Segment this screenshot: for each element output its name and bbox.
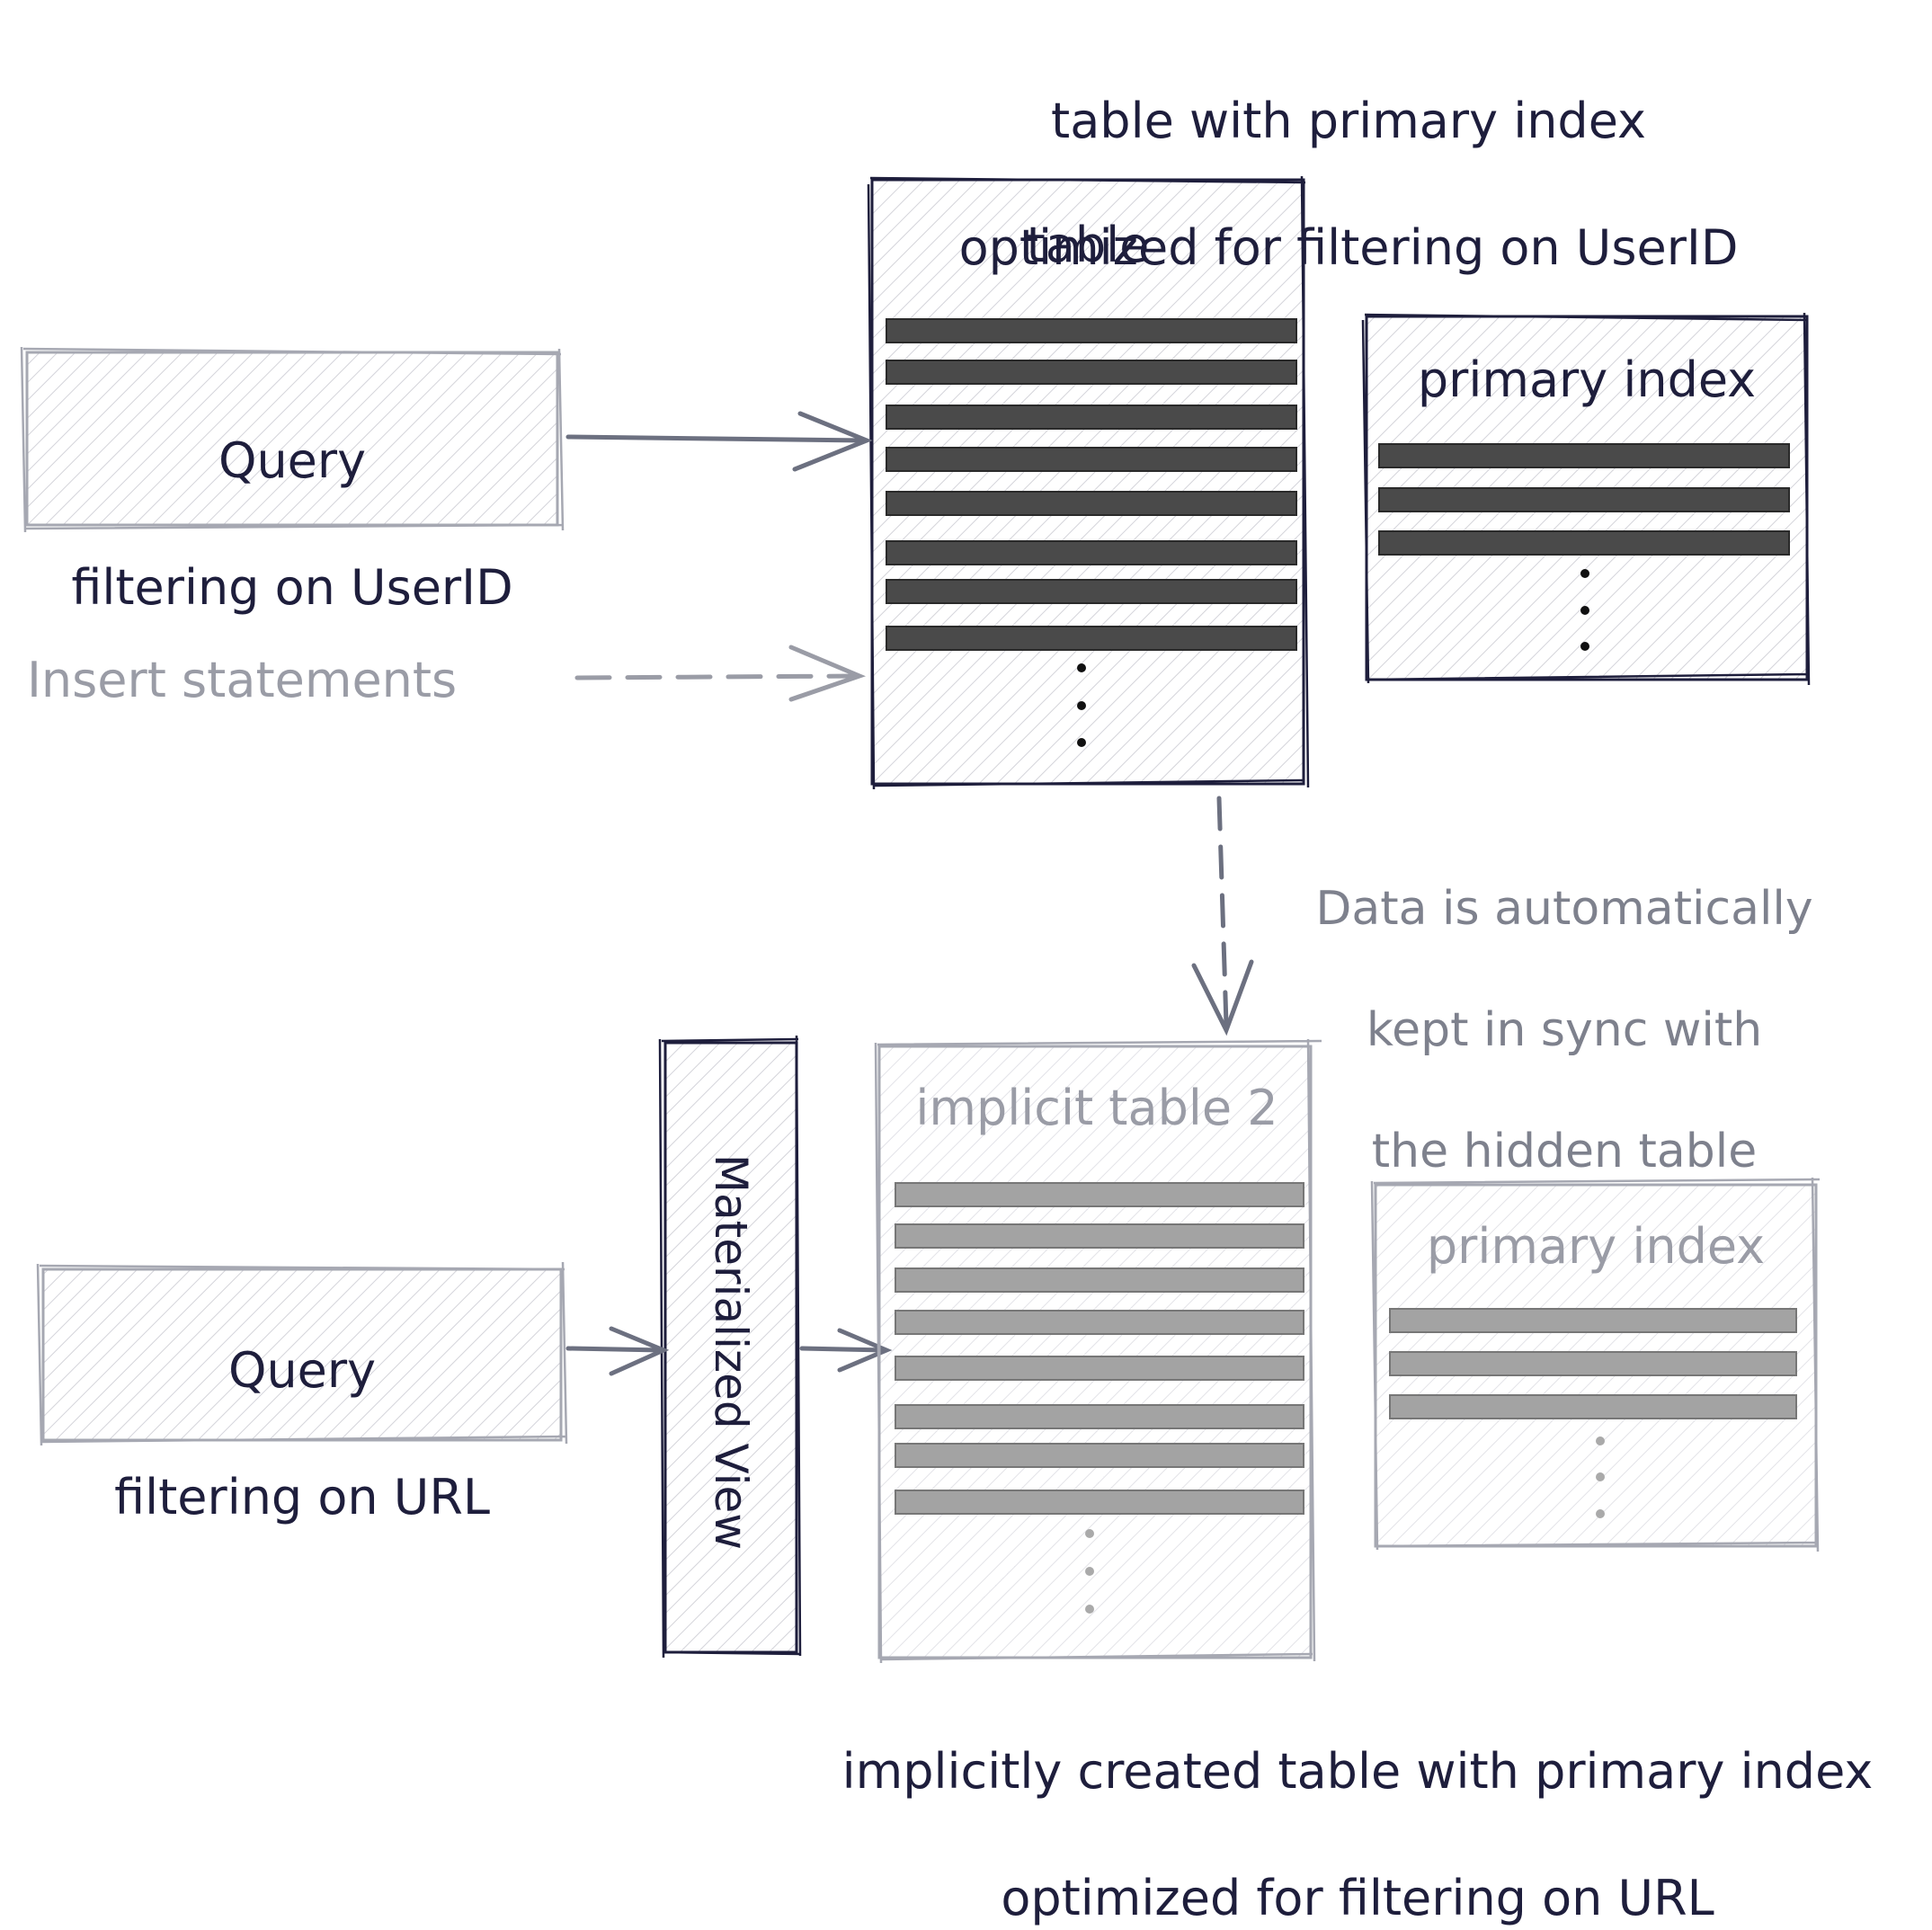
implicit-table-row-bar (895, 1267, 1304, 1293)
implicit-index-row-bar (1389, 1351, 1797, 1376)
query-userid-line2: filtering on UserID (71, 558, 513, 616)
implicit-table-row-bar (895, 1356, 1304, 1381)
materialized-view-box (658, 1035, 802, 1659)
implicit-index-row-bar (1389, 1394, 1797, 1419)
implicit-index-row-bar (1389, 1308, 1797, 1333)
table-row-bar (886, 318, 1297, 343)
sync-dashed-arrow-down-icon (1191, 796, 1254, 1036)
sync-note-line3: the hidden table (1371, 1124, 1758, 1178)
sync-note: Data is automatically kept in sync with … (1241, 818, 1888, 1183)
query-url-line2: filtering on URL (114, 1468, 490, 1525)
sync-note-line1: Data is automatically (1315, 881, 1813, 936)
top-index-rows (1378, 443, 1790, 556)
table-row-bar (886, 540, 1297, 565)
index-row-bar (1378, 487, 1790, 512)
implicit-table-caption-line2: optimized for filtering on URL (1001, 1869, 1714, 1926)
query-url-text: Query filtering on URL (43, 1276, 561, 1529)
query-to-view-arrow-right-icon (565, 1326, 670, 1376)
sync-note-line2: kept in sync with (1366, 1002, 1763, 1057)
query-url-box (36, 1261, 568, 1446)
implicit-table-rows (895, 1182, 1304, 1515)
index-row-bar (1378, 443, 1790, 468)
top-table-ellipsis-vertical-icon (1077, 663, 1086, 747)
diagram-canvas (20, 175, 1821, 1664)
query-userid-text: Query filtering on UserID (27, 367, 557, 619)
implicit-table-caption: implicitly created table with primary in… (791, 1677, 1924, 1930)
top-table-caption: table with primary index optimized for f… (881, 27, 1816, 280)
query-userid-box (20, 346, 565, 533)
top-table-rows (886, 318, 1297, 651)
implicit-table-box (874, 1038, 1322, 1664)
query-to-table-arrow-right-icon (565, 411, 873, 472)
table-row-bar (886, 491, 1297, 516)
table-row-bar (886, 405, 1297, 430)
table-row-bar (886, 360, 1297, 385)
table-row-bar (886, 579, 1297, 604)
top-index-title: primary index (1417, 351, 1757, 408)
materialized-view-label: Materialized View (705, 1153, 757, 1551)
view-to-table-arrow-right-icon (799, 1328, 893, 1373)
top-table-title: table (1026, 217, 1150, 273)
table-row-bar (886, 447, 1297, 472)
implicit-table-row-bar (895, 1223, 1304, 1249)
implicit-table-title: implicit table 2 (915, 1080, 1278, 1136)
implicit-table-caption-line1: implicitly created table with primary in… (841, 1743, 1874, 1801)
implicit-index-rows (1389, 1308, 1797, 1419)
implicit-table-row-bar (895, 1182, 1304, 1207)
top-table-caption-line1: table with primary index (1051, 93, 1646, 150)
implicit-table-row-bar (895, 1490, 1304, 1515)
implicit-index-title: primary index (1426, 1218, 1766, 1275)
top-table-caption-line2: optimized for filtering on UserID (958, 218, 1739, 276)
implicit-table-ellipsis-vertical-icon (1085, 1529, 1094, 1614)
query-url-line1: Query (227, 1342, 377, 1400)
index-row-bar (1378, 530, 1790, 556)
implicit-index-ellipsis-vertical-icon (1596, 1436, 1605, 1518)
query-userid-line1: Query (218, 432, 367, 490)
insert-dashed-arrow-right-icon (574, 645, 867, 702)
insert-statements-label: Insert statements (27, 652, 458, 708)
top-index-ellipsis-vertical-icon (1580, 569, 1589, 651)
top-table-box (867, 175, 1310, 790)
implicit-table-row-bar (895, 1443, 1304, 1468)
implicit-table-row-bar (895, 1310, 1304, 1335)
table-row-bar (886, 626, 1297, 651)
implicit-table-row-bar (895, 1404, 1304, 1429)
